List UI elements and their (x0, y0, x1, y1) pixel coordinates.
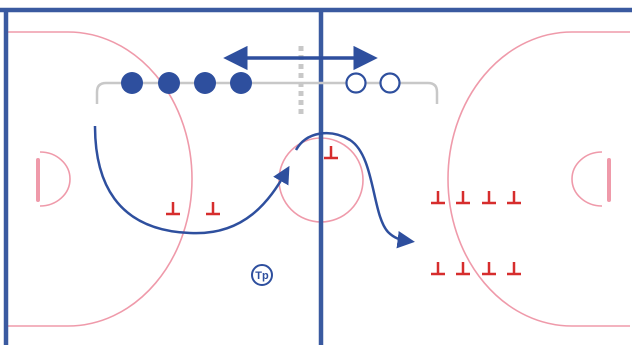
cone-right-bottom-1 (431, 262, 445, 276)
cones-group (166, 146, 521, 276)
players-group (121, 72, 401, 94)
player-open-1 (345, 72, 367, 94)
player-filled-3 (194, 72, 216, 94)
cone-midcourt-1 (166, 202, 180, 216)
cone-right-bottom-4 (507, 262, 521, 276)
cone-right-top-4 (507, 191, 521, 205)
cone-midcourt-3 (324, 146, 338, 160)
coach-label: Tp (255, 270, 269, 282)
coach-circle (251, 264, 273, 286)
left-free-throw-semicircle (39, 151, 71, 207)
cone-right-top-2 (456, 191, 470, 205)
player-filled-2 (158, 72, 180, 94)
lineup-bracket (95, 81, 439, 104)
basket-marks (36, 158, 611, 202)
right-free-throw-semicircle (571, 151, 603, 207)
player-path-to-center-circle (93, 125, 290, 235)
player-filled-1 (121, 72, 143, 94)
cone-right-bottom-2 (456, 262, 470, 276)
player-filled-4 (230, 72, 252, 94)
coach-marker: Tp (251, 264, 273, 286)
left-three-point-arc (8, 31, 193, 327)
cone-midcourt-2 (206, 202, 220, 216)
cone-right-bottom-3 (482, 262, 496, 276)
right-three-point-arc (447, 31, 630, 327)
cone-right-top-1 (431, 191, 445, 205)
player-open-2 (379, 72, 401, 94)
cone-right-top-3 (482, 191, 496, 205)
player-path-to-right-court (294, 132, 415, 249)
